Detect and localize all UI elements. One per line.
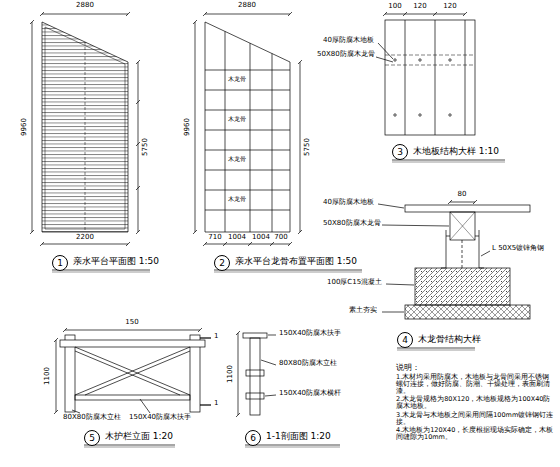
joist <box>450 212 475 240</box>
part-label: 40厚防腐木地板 <box>322 37 375 45</box>
view-title: 亲水平台平面图 1:50 <box>72 257 160 267</box>
dimension: 1100 <box>227 364 235 384</box>
note-text: 2.木龙骨规格为80X120，木地板规格为100X40防腐木地板。 <box>395 396 555 410</box>
part-label: 素土夯实 <box>348 307 378 315</box>
view-number: 2 <box>219 259 225 268</box>
dimension: 2200 <box>75 234 95 242</box>
dimension: 150 <box>124 319 139 327</box>
view-number-circle: 2 <box>214 255 230 271</box>
part-label: 木龙骨 <box>227 196 247 203</box>
view-title: 1-1剖面图 1:20 <box>265 432 332 442</box>
dimension: 80 <box>457 191 468 199</box>
dimension: 120 <box>442 3 457 11</box>
compacted-soil <box>405 305 530 319</box>
deck-plan <box>42 22 128 232</box>
part-label: 50X80防腐木龙骨 <box>322 220 382 228</box>
part-label: 150X40防腐木扶手 <box>278 330 342 338</box>
dimension: 1100 <box>44 366 52 386</box>
handrail <box>60 340 205 347</box>
view-title: 木龙骨结构大样 <box>417 335 482 345</box>
view-title: 木地板结构大样 1:10 <box>412 147 500 157</box>
bottom-rail <box>75 395 190 400</box>
handrail-section <box>243 333 267 338</box>
dimension: 120 <box>412 3 427 11</box>
note-text: 4.木地板为120X40，长度根据现场实际确定，木板间缝隙为10mm。 <box>395 427 555 441</box>
part-label: 80X80防腐木立柱 <box>62 414 122 422</box>
section-mark: 1 <box>213 400 219 408</box>
part-label: 150X40防腐木扶手 <box>128 414 192 422</box>
view-number-circle: 1 <box>52 255 68 271</box>
post-section <box>250 338 260 415</box>
dimension: 5750 <box>142 137 150 157</box>
part-label: 40厚防腐木地板 <box>322 199 375 207</box>
view-title: 亲水平台龙骨布置平面图 1:50 <box>234 257 358 267</box>
dimension: 2880 <box>75 2 95 10</box>
dimension: 1004 <box>227 234 247 242</box>
view-number-circle: 3 <box>392 144 408 160</box>
part-label: 木龙骨 <box>227 116 247 123</box>
view-number: 3 <box>397 148 403 157</box>
part-label: 80X80防腐木立柱 <box>278 360 338 368</box>
deck-board <box>405 205 530 212</box>
view-number-circle: 5 <box>84 430 100 446</box>
note-text: 1.木材均采用防腐木，木地板与龙骨间采用不锈钢螺钉连接，做好防腐、防潮、干燥处理… <box>395 374 555 395</box>
concrete-footing <box>415 268 510 305</box>
dimension: 9960 <box>21 117 29 137</box>
view-number: 4 <box>402 336 408 345</box>
dimension: 710 <box>207 234 222 242</box>
part-label: 50X80防腐木龙骨 <box>316 51 376 59</box>
part-label: 木龙骨 <box>227 156 247 163</box>
board-detail <box>385 20 475 135</box>
dimension: 9960 <box>184 117 192 137</box>
joist-plan <box>205 22 290 232</box>
dimension: 1004 <box>251 234 271 242</box>
part-label: L 50X5镀锌角钢 <box>491 245 545 253</box>
dimension: 100 <box>387 3 402 11</box>
view-number: 5 <box>89 434 95 443</box>
section-mark: 1 <box>213 333 219 341</box>
view-number-circle: 6 <box>245 430 261 446</box>
part-label: 100厚C15混凝土 <box>326 279 383 287</box>
dimension: 700 <box>273 234 288 242</box>
notes-heading: 说明： <box>395 364 555 373</box>
view-number-circle: 4 <box>397 332 413 348</box>
view-title: 木护栏立面 1:20 <box>104 432 174 442</box>
dimension: 2880 <box>237 2 257 10</box>
part-label: 150X40防腐木横杆 <box>278 390 342 398</box>
note-text: 3.木龙骨与木地板之间采用间隔100mm镀锌钢钉连接。 <box>395 412 555 426</box>
notes-block: 说明：1.木材均采用防腐木，木地板与龙骨间采用不锈钢螺钉连接，做好防腐、防潮、干… <box>395 364 555 442</box>
view-number: 1 <box>57 259 63 268</box>
view-number: 6 <box>250 434 256 443</box>
part-label: 木龙骨 <box>227 76 247 83</box>
dimension: 5750 <box>304 137 312 157</box>
